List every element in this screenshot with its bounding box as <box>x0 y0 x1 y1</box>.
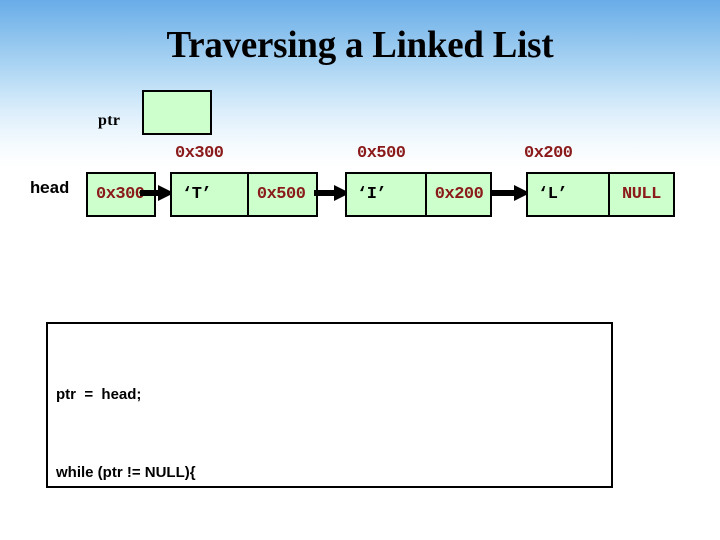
arrow-head-to-node-1 <box>140 184 174 202</box>
node-2-info-cell: ‘I’ <box>357 185 387 204</box>
ptr-variable-box <box>142 90 212 135</box>
node-address-label-2: 0x500 <box>357 144 406 163</box>
code-line-1: ptr = head; <box>56 386 142 403</box>
node-address-label-3: 0x200 <box>524 144 573 163</box>
node-2-link-cell: 0x200 <box>424 174 490 215</box>
node-1-link-cell: 0x500 <box>246 174 316 215</box>
page-title: Traversing a Linked List <box>166 24 554 66</box>
arrow-node-2-to-node-3 <box>490 184 530 202</box>
code-line-2: while (ptr != NULL){ <box>56 464 196 481</box>
list-node-1: ‘T’ 0x500 <box>170 172 318 217</box>
code-block-frame <box>46 322 613 488</box>
code-block-text: ptr = head; while (ptr != NULL){ cout <<… <box>56 330 205 540</box>
head-variable-label: head <box>30 180 69 199</box>
node-1-info-cell: ‘T’ <box>182 185 212 204</box>
node-3-info-cell: ‘L’ <box>538 185 568 204</box>
list-node-2: ‘I’ 0x200 <box>345 172 492 217</box>
arrow-node-1-to-node-2 <box>314 184 350 202</box>
node-address-label-1: 0x300 <box>175 144 224 163</box>
ptr-variable-label: ptr <box>98 112 121 129</box>
node-3-link-cell: NULL <box>607 174 673 215</box>
list-node-3: ‘L’ NULL <box>526 172 675 217</box>
